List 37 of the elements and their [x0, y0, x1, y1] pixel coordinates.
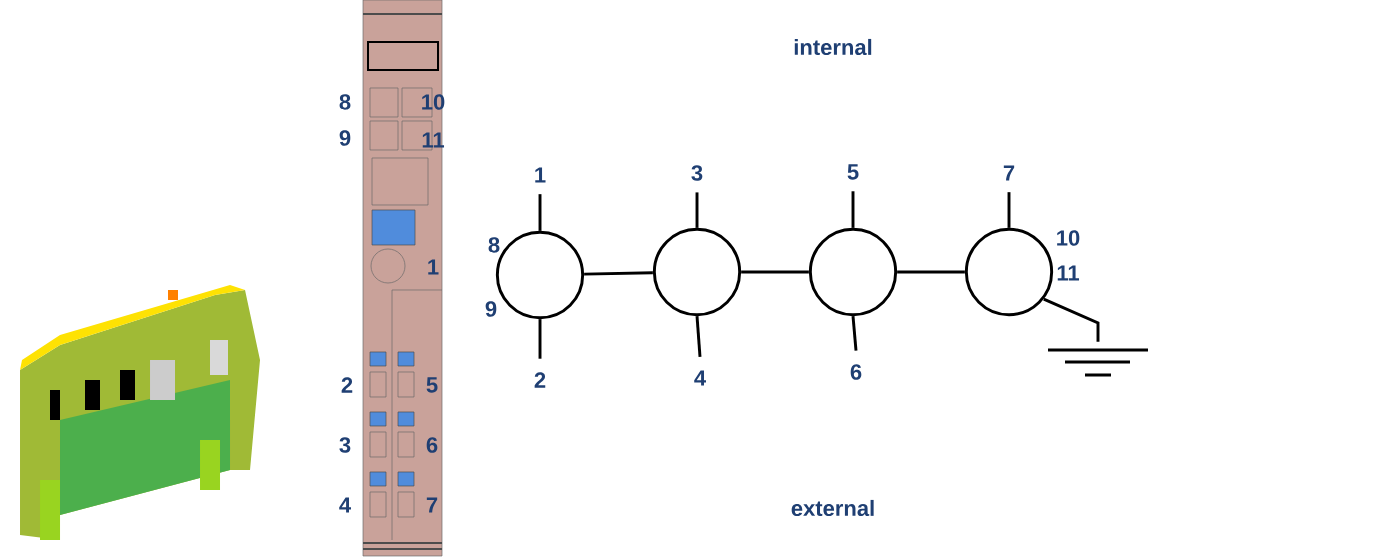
text-label: 4: [339, 497, 351, 513]
text-label: 1: [428, 259, 439, 275]
text-label: 5: [426, 377, 438, 393]
terminal-number: 9: [485, 301, 497, 317]
terminal-number: 5: [847, 164, 859, 180]
terminal-number: 10: [1057, 230, 1080, 246]
terminal-number: 11: [1057, 265, 1079, 281]
terminal-circle: [652, 227, 742, 317]
text-label: 6: [426, 437, 438, 453]
terminal-circle: [964, 227, 1054, 317]
connector-line: [741, 270, 809, 274]
text-label: internal: [794, 38, 872, 56]
text-label: 7: [426, 497, 438, 513]
terminal-number: 2: [534, 372, 546, 388]
terminal-number: 1: [535, 167, 546, 183]
connector-line: [584, 271, 653, 276]
connector-line: [695, 192, 699, 228]
connector-line: [851, 191, 855, 228]
terminal-number: 3: [691, 165, 703, 181]
connector-line: [851, 316, 858, 351]
connector-line: [538, 319, 542, 359]
text-label: 3: [339, 437, 351, 453]
terminal-number: 6: [850, 364, 862, 380]
terminal-number: 7: [1003, 165, 1015, 181]
text-label: 2: [341, 377, 353, 393]
connector-line: [538, 194, 542, 231]
terminal-number: 4: [694, 370, 706, 386]
connector-line: [695, 316, 702, 357]
text-label: 8: [339, 94, 351, 110]
connector-line: [1043, 297, 1100, 342]
terminal-number: 8: [488, 237, 500, 253]
connector-line: [897, 270, 965, 274]
connector-line: [1007, 192, 1011, 228]
text-label: external: [791, 499, 874, 517]
text-label: 9: [339, 130, 351, 146]
terminal-circle: [808, 227, 898, 317]
ground-symbol: [1046, 348, 1150, 377]
